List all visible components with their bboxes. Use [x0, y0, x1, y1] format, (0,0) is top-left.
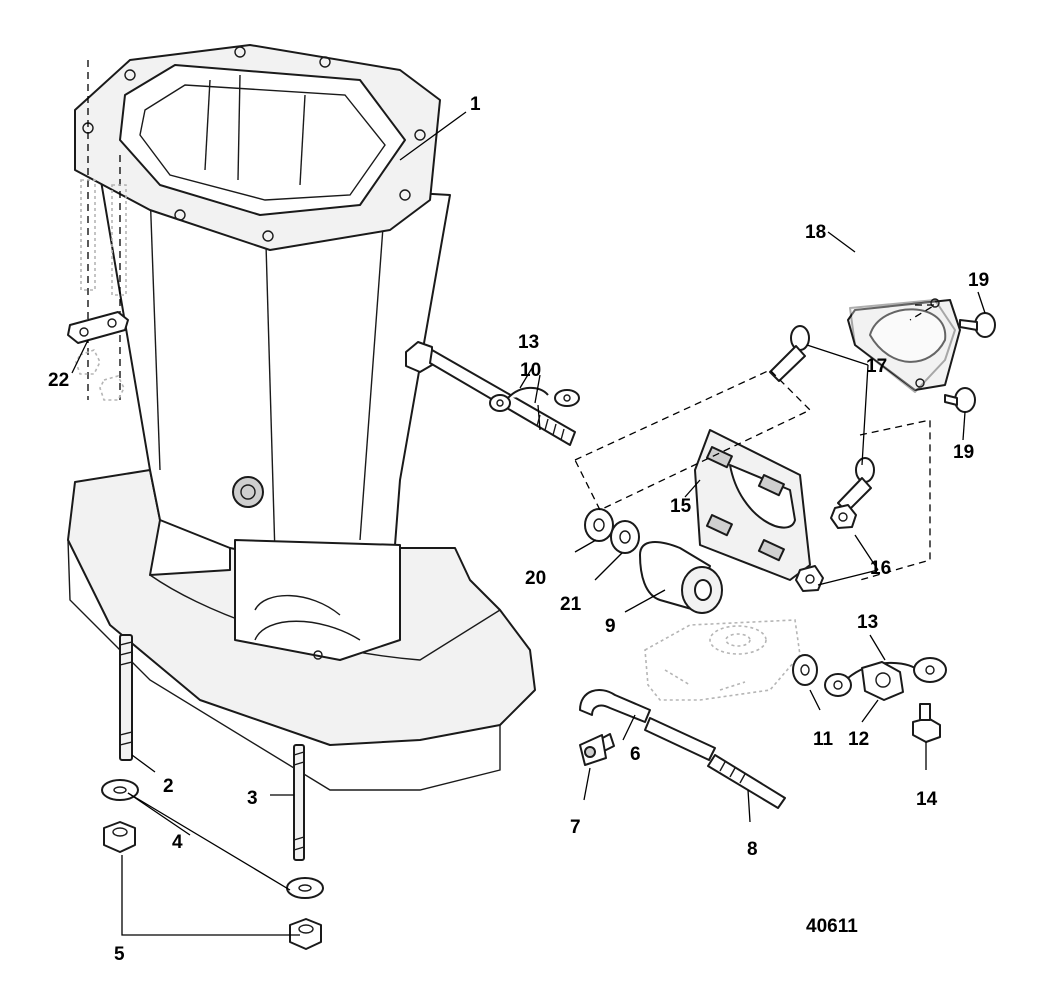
callout-4: 4 — [172, 832, 183, 853]
washer-11 — [792, 654, 818, 686]
callout-12: 12 — [848, 729, 869, 750]
stud-assembly-upper-left — [67, 60, 129, 401]
shoulder-bolt-lower — [837, 457, 875, 513]
tube — [644, 717, 716, 761]
callout-21: 21 — [560, 594, 582, 615]
callout-9: 9 — [605, 616, 616, 637]
long-bolt — [405, 341, 576, 446]
water-tube-fitting — [707, 754, 786, 809]
washer-20 — [584, 508, 614, 542]
callout-14: 14 — [916, 789, 938, 810]
washer-4-right — [286, 877, 324, 899]
washer-21 — [610, 520, 640, 554]
callout-16: 16 — [870, 558, 891, 579]
shoulder-bolt-upper — [769, 325, 810, 382]
locknut-12 — [861, 661, 904, 701]
rear-mount-cover — [847, 298, 961, 393]
figure-number: 40611 — [806, 916, 858, 937]
rubber-mount — [639, 541, 723, 614]
mount-nut-upper — [830, 504, 857, 529]
callout-13-lower: 13 — [857, 612, 878, 633]
callout-15: 15 — [670, 496, 692, 517]
driveshaft-housing — [67, 44, 536, 791]
elbow-fitting — [579, 733, 615, 766]
assembly-lines — [574, 304, 938, 581]
callout-22: 22 — [48, 370, 69, 391]
callout-8: 8 — [747, 839, 758, 860]
nut-5-right — [289, 918, 322, 950]
bolt-14 — [912, 703, 941, 743]
stud-2 — [119, 634, 133, 761]
mount-nut-lower — [795, 565, 824, 592]
nut-5-left — [103, 821, 136, 853]
stud-3 — [293, 744, 305, 861]
callout-10: 10 — [520, 360, 541, 381]
cover-screw-upper — [959, 312, 996, 338]
callout-19-lower: 19 — [953, 442, 974, 463]
callout-17: 17 — [866, 356, 887, 377]
leader-lines — [71, 111, 986, 936]
callout-labels: 1 2 3 4 5 6 7 8 9 10 11 12 13 13 14 15 1… — [48, 94, 989, 965]
callout-18: 18 — [805, 222, 826, 243]
yoke-reference — [644, 619, 801, 701]
callout-5: 5 — [114, 944, 125, 965]
callout-3: 3 — [247, 788, 258, 809]
callout-20: 20 — [525, 568, 546, 589]
callout-11: 11 — [813, 729, 834, 750]
mount-bracket — [694, 429, 811, 581]
callout-7: 7 — [570, 817, 581, 838]
water-hose — [579, 689, 651, 723]
callout-2: 2 — [163, 776, 174, 797]
ground-strap-upper — [489, 386, 580, 412]
callout-1: 1 — [470, 94, 481, 115]
cover-screw-lower — [944, 387, 976, 413]
callout-13-upper: 13 — [518, 332, 539, 353]
callout-19-upper: 19 — [968, 270, 989, 291]
callout-6: 6 — [630, 744, 641, 765]
washer-4-left — [101, 779, 139, 801]
